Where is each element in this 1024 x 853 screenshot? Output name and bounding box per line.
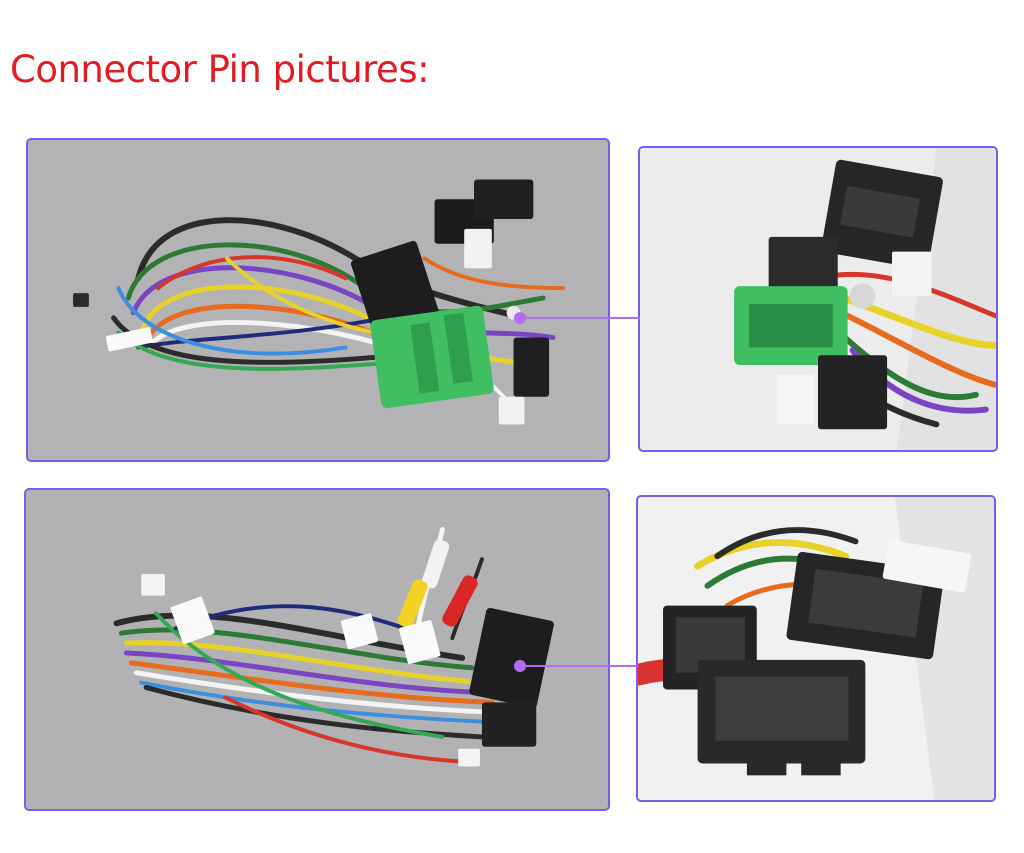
connector-closeup-top	[638, 146, 998, 452]
harness-photo-top	[26, 138, 610, 462]
harness-photo-bottom	[24, 488, 610, 811]
connector-illustration-bottom	[638, 497, 994, 800]
connector-closeup-bottom	[636, 495, 996, 802]
harness-illustration-bottom	[113, 527, 554, 767]
harness-illustration-top	[73, 179, 565, 425]
page-title: Connector Pin pictures:	[10, 48, 430, 91]
connector-illustration-top	[734, 148, 996, 450]
